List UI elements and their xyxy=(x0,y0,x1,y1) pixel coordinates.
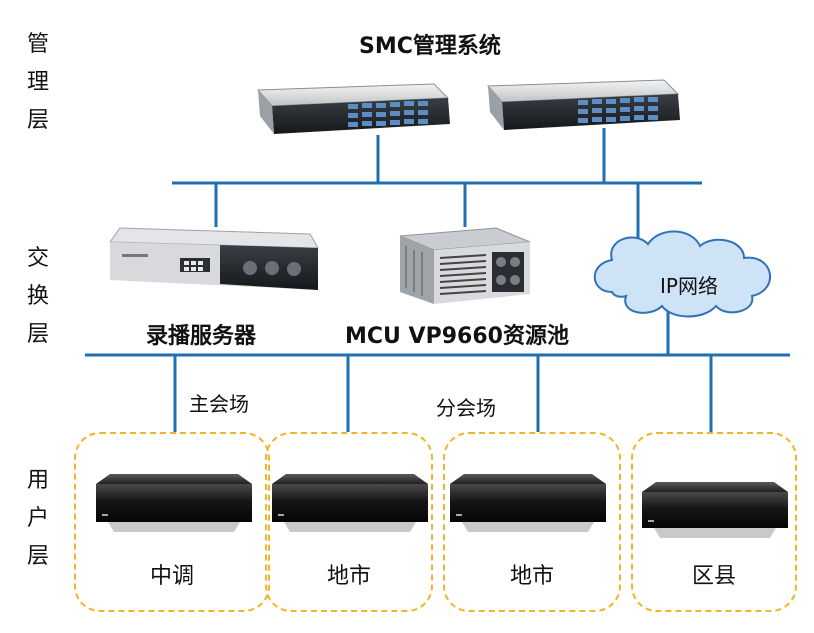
terminal-device-1 xyxy=(96,474,252,532)
recorder-label: 录播服务器 xyxy=(146,324,257,349)
mcu-chassis xyxy=(399,227,531,304)
terminal-box-2: 地市 xyxy=(265,432,433,612)
layer-label-switching: 交 换 层 xyxy=(26,246,49,347)
terminal-box-4: 区县 xyxy=(631,432,797,612)
layer-label-user: 用 户 层 xyxy=(26,468,49,569)
terminal-name: 地市 xyxy=(326,564,371,589)
terminal-device-2 xyxy=(272,474,428,532)
terminal-box-3: 地市 xyxy=(443,432,621,612)
terminal-device-3 xyxy=(450,474,606,532)
terminal-name: 地市 xyxy=(509,564,554,589)
diagram-title: SMC管理系统 xyxy=(359,34,501,59)
network-lines xyxy=(85,128,790,432)
layer-label-management: 管 理 层 xyxy=(26,32,49,133)
smc-server-1 xyxy=(256,83,450,134)
mcu-label: MCU VP9660资源池 xyxy=(345,324,569,349)
recording-server xyxy=(109,227,319,290)
terminal-box-1: 中调 xyxy=(74,432,270,612)
ip-network-cloud xyxy=(593,230,771,318)
smc-server-2 xyxy=(486,79,680,130)
terminal-device-4 xyxy=(642,482,788,538)
terminal-name: 区县 xyxy=(691,564,736,589)
branch-venue-label: 分会场 xyxy=(436,396,496,420)
ip-network-label: IP网络 xyxy=(660,274,718,298)
terminal-name: 中调 xyxy=(149,564,194,589)
main-venue-label: 主会场 xyxy=(189,392,249,416)
